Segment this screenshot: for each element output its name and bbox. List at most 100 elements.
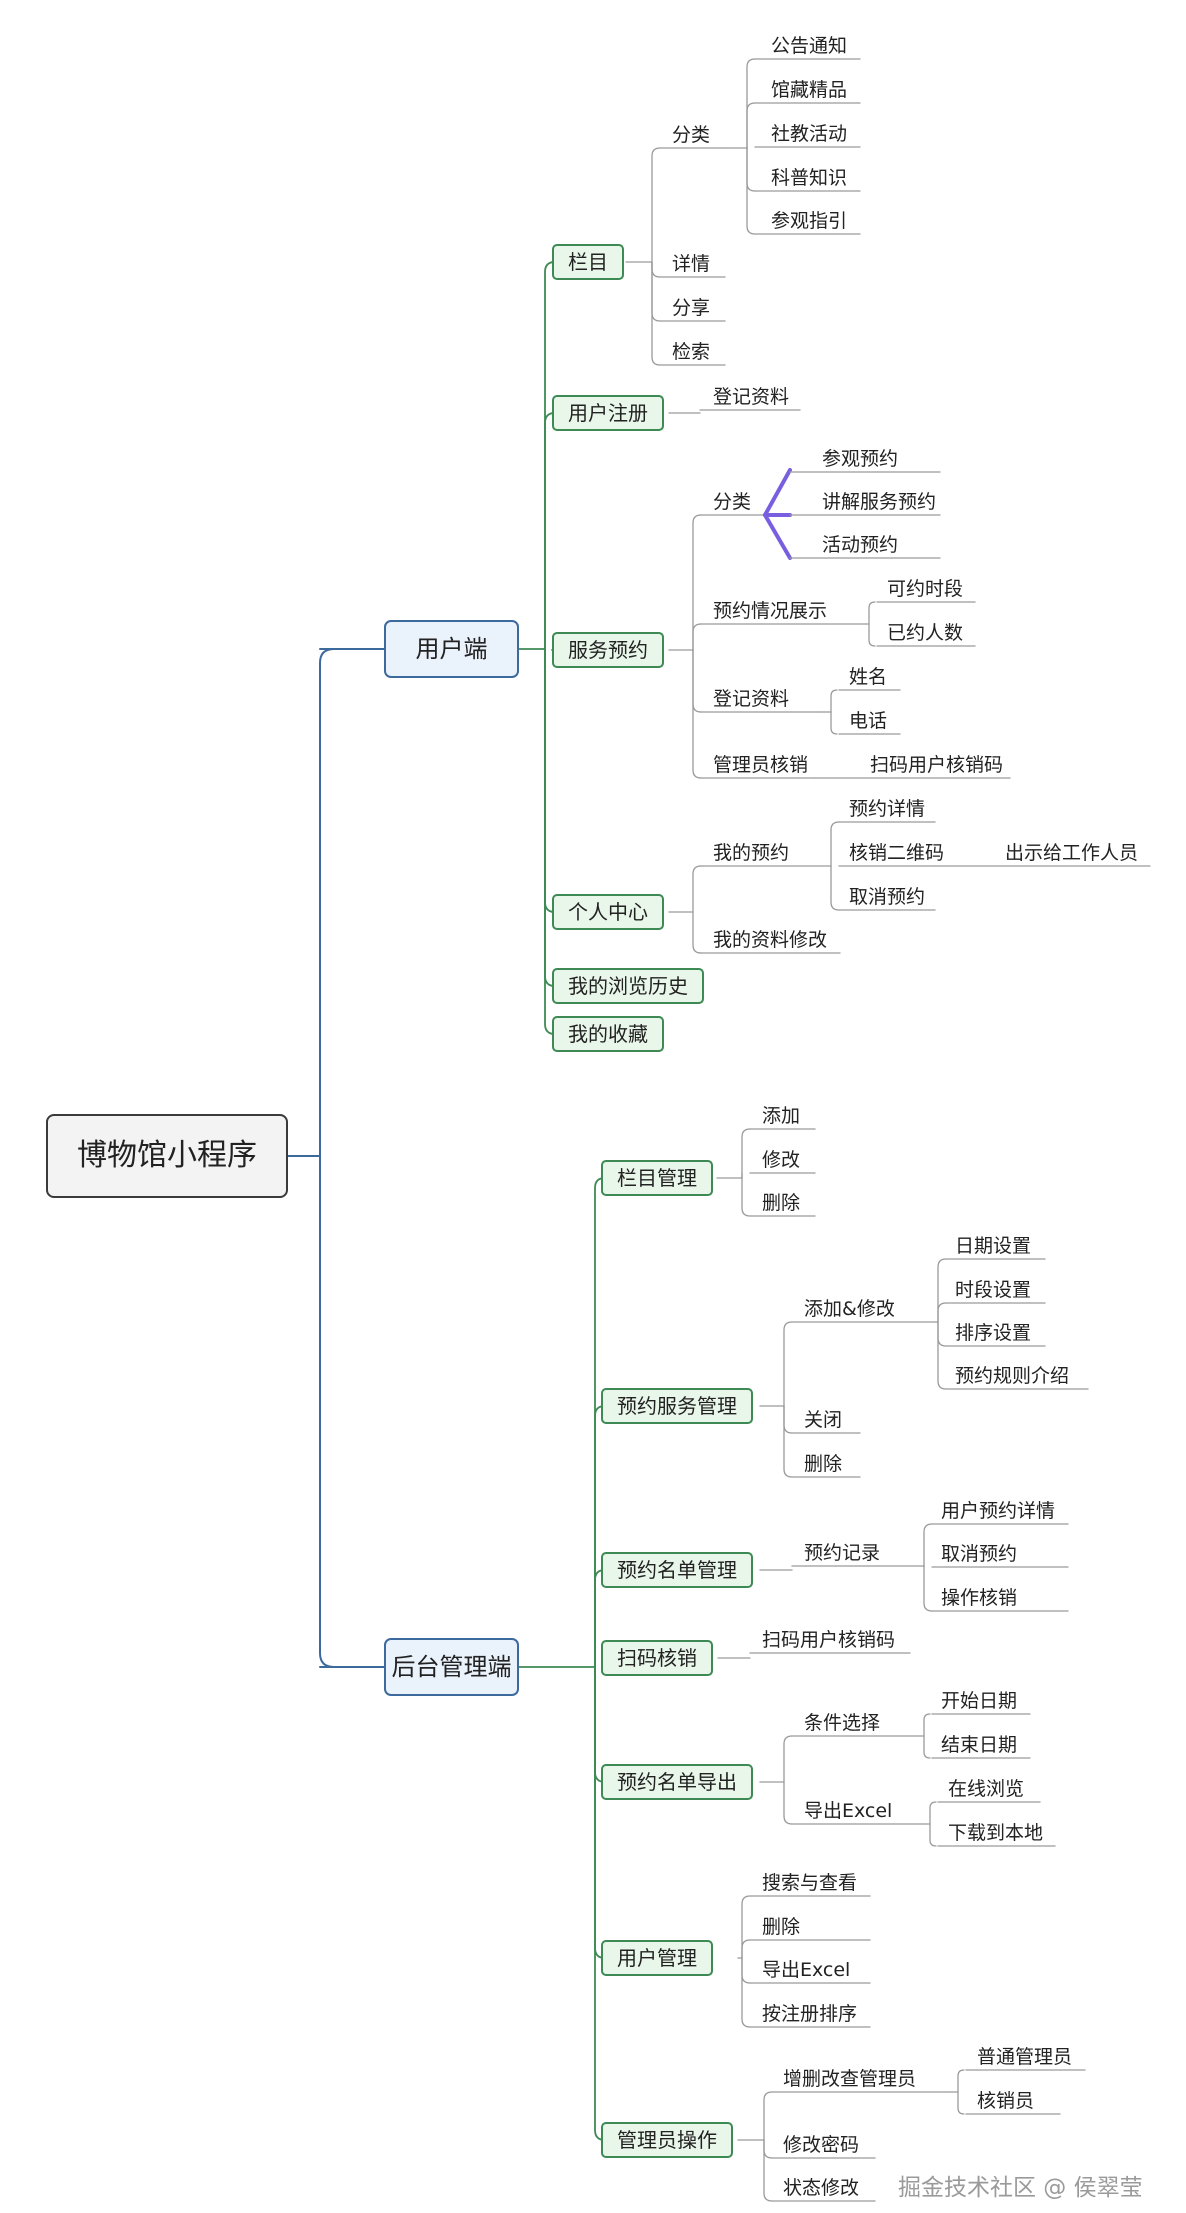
branch-elbow <box>692 649 702 713</box>
branch-favorites[interactable]: 我的收藏 <box>552 1016 664 1052</box>
booking-item[interactable]: 预约详情 <box>849 798 926 820</box>
admin-status[interactable]: 状态修改 <box>783 2177 860 2199</box>
crud-item[interactable]: 核销员 <box>977 2090 1035 2112</box>
booking-item[interactable]: 取消预约 <box>849 886 926 908</box>
column-share[interactable]: 分享 <box>672 297 711 319</box>
branch-elbow <box>937 1321 947 1347</box>
service-category-item[interactable]: 活动预约 <box>822 534 899 556</box>
branch-user-mgmt[interactable]: 用户管理 <box>601 1940 713 1976</box>
branch-elbow <box>763 2091 773 2141</box>
branch-list-mgmt[interactable]: 预约名单管理 <box>601 1552 753 1588</box>
user-mgmt-item[interactable]: 按注册排序 <box>762 2003 858 2025</box>
booking-display[interactable]: 预约情况展示 <box>713 600 828 622</box>
user-mgmt-item[interactable]: 导出Excel <box>762 1959 851 1981</box>
my-booking[interactable]: 我的预约 <box>713 842 790 864</box>
branch-elbow <box>937 1258 947 1323</box>
add-edit-item[interactable]: 时段设置 <box>955 1279 1032 1301</box>
user-mgmt-item[interactable]: 搜索与查看 <box>762 1872 858 1894</box>
user-mgmt-item[interactable]: 删除 <box>762 1916 801 1938</box>
branch-elbow <box>746 147 756 192</box>
branch-elbow <box>594 1666 606 1959</box>
branch-elbow <box>923 1523 933 1567</box>
crud-item[interactable]: 普通管理员 <box>977 2046 1073 2068</box>
branch-service-booking[interactable]: 服务预约 <box>552 632 664 668</box>
add-edit-item[interactable]: 排序设置 <box>955 1322 1032 1344</box>
condition-item[interactable]: 结束日期 <box>941 1734 1018 1756</box>
admin-verify-item[interactable]: 扫码用户核销码 <box>870 754 1004 776</box>
category-item[interactable]: 社教活动 <box>771 123 848 145</box>
branch-elbow <box>923 1713 931 1737</box>
record-item[interactable]: 取消预约 <box>941 1543 1018 1565</box>
service-delete[interactable]: 删除 <box>804 1453 843 1475</box>
column-search[interactable]: 检索 <box>672 341 711 363</box>
branch-elbow <box>783 1735 793 1783</box>
branch-browse-history[interactable]: 我的浏览历史 <box>552 968 704 1004</box>
service-close[interactable]: 关闭 <box>804 1409 843 1431</box>
branch-scan-verify[interactable]: 扫码核销 <box>601 1640 713 1676</box>
info-item[interactable]: 电话 <box>849 710 888 732</box>
category-item[interactable]: 参观指引 <box>771 210 848 232</box>
category-item[interactable]: 公告通知 <box>771 35 848 57</box>
branch-column[interactable]: 栏目 <box>552 244 624 280</box>
branch-user-register[interactable]: 用户注册 <box>552 395 664 431</box>
info-item[interactable]: 姓名 <box>849 666 888 688</box>
service-add-edit[interactable]: 添加&修改 <box>804 1298 895 1320</box>
branch-admin-ops[interactable]: 管理员操作 <box>601 2122 733 2158</box>
excel-item[interactable]: 下载到本地 <box>948 1822 1044 1844</box>
branch-elbow <box>783 1781 793 1825</box>
branch-elbow <box>923 1735 931 1759</box>
root-node[interactable]: 博物馆小程序 <box>46 1114 288 1198</box>
category-item[interactable]: 科普知识 <box>771 167 848 189</box>
display-item[interactable]: 已约人数 <box>887 622 964 644</box>
service-category-item[interactable]: 讲解服务预约 <box>822 491 937 513</box>
branch-elbow <box>741 1939 751 1959</box>
column-category[interactable]: 分类 <box>672 124 711 146</box>
column-detail[interactable]: 详情 <box>672 253 711 275</box>
branch-elbow <box>651 261 661 278</box>
column-mgmt-item[interactable]: 修改 <box>762 1149 801 1171</box>
branch-service-mgmt[interactable]: 预约服务管理 <box>601 1388 753 1424</box>
branch-elbow <box>746 102 756 149</box>
service-category[interactable]: 分类 <box>713 491 752 513</box>
branch-elbow <box>783 1405 793 1478</box>
display-item[interactable]: 可约时段 <box>887 578 964 600</box>
branch-elbow <box>544 261 556 650</box>
admin-side-node[interactable]: 后台管理端 <box>384 1638 519 1696</box>
branch-elbow <box>763 2139 773 2159</box>
branch-column-mgmt[interactable]: 栏目管理 <box>601 1160 713 1196</box>
qr-action[interactable]: 出示给工作人员 <box>1005 842 1139 864</box>
column-mgmt-item[interactable]: 删除 <box>762 1192 801 1214</box>
service-category-item[interactable]: 参观预约 <box>822 448 899 470</box>
branch-elbow <box>957 2069 965 2093</box>
service-register-info[interactable]: 登记资料 <box>713 688 790 710</box>
category-item[interactable]: 馆藏精品 <box>771 79 848 101</box>
branch-elbow <box>319 648 335 1157</box>
branch-elbow <box>783 1321 793 1407</box>
record-item[interactable]: 操作核销 <box>941 1587 1018 1609</box>
branch-personal-center[interactable]: 个人中心 <box>552 894 664 930</box>
export-excel[interactable]: 导出Excel <box>804 1800 893 1822</box>
branch-elbow <box>692 649 702 779</box>
scan-item[interactable]: 扫码用户核销码 <box>762 1629 896 1651</box>
booking-record[interactable]: 预约记录 <box>804 1542 881 1564</box>
admin-password[interactable]: 修改密码 <box>783 2134 860 2156</box>
record-item[interactable]: 用户预约详情 <box>941 1500 1056 1522</box>
user-side-node[interactable]: 用户端 <box>384 620 519 678</box>
add-edit-item[interactable]: 日期设置 <box>955 1235 1032 1257</box>
profile-edit[interactable]: 我的资料修改 <box>713 929 828 951</box>
register-info[interactable]: 登记资料 <box>713 386 790 408</box>
admin-verify[interactable]: 管理员核销 <box>713 754 809 776</box>
branch-elbow <box>763 2139 773 2202</box>
booking-item[interactable]: 核销二维码 <box>849 842 945 864</box>
export-condition[interactable]: 条件选择 <box>804 1712 881 1734</box>
condition-item[interactable]: 开始日期 <box>941 1690 1018 1712</box>
branch-elbow <box>544 648 556 987</box>
column-mgmt-item[interactable]: 添加 <box>762 1105 801 1127</box>
branch-elbow <box>868 623 876 647</box>
excel-item[interactable]: 在线浏览 <box>948 1778 1025 1800</box>
branch-list-export[interactable]: 预约名单导出 <box>601 1764 753 1800</box>
branch-elbow <box>692 623 702 651</box>
admin-crud[interactable]: 增删改查管理员 <box>783 2068 917 2090</box>
add-edit-item[interactable]: 预约规则介绍 <box>955 1365 1070 1387</box>
branch-elbow <box>544 412 556 650</box>
